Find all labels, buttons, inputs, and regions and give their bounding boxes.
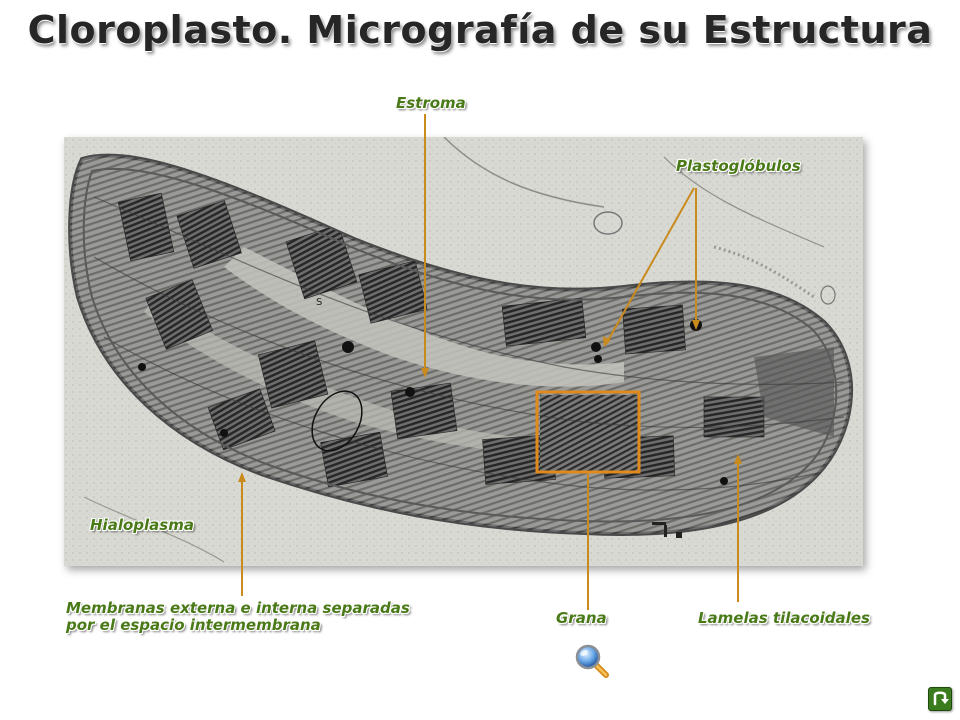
label-membranas-line1: Membranas externa e interna separadas [66,599,410,617]
label-membranas-line2: por el espacio intermembrana [66,616,321,634]
magnifier-icon[interactable] [574,643,610,679]
page-title: Cloroplasto. Micrografía de su Estructur… [27,8,933,52]
label-grana: Grana [556,609,607,627]
label-lamelas: Lamelas tilacoidales [698,609,870,627]
label-membranas: Membranas externa e interna separadas po… [66,600,496,634]
return-arrow-icon[interactable] [928,687,952,711]
label-estroma: Estroma [396,94,466,112]
label-hialoplasma: Hialoplasma [90,516,194,534]
micrograph-mark: S [316,297,322,308]
chloroplast-micrograph: S [64,137,863,566]
label-plastoglobulos: Plastoglóbulos [676,157,801,175]
